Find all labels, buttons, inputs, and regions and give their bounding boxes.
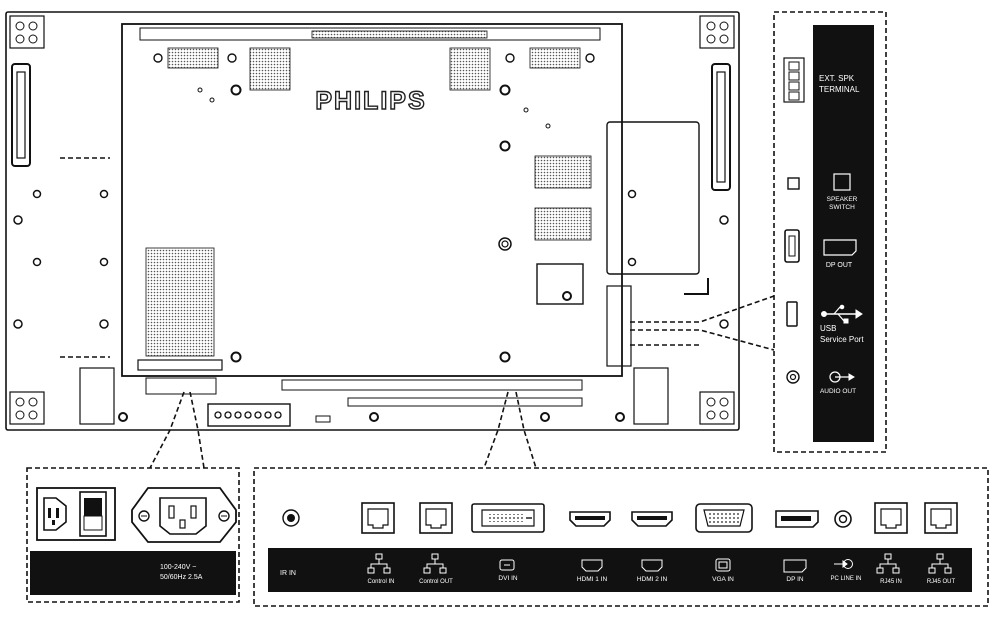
dp-out-label: DP OUT xyxy=(826,262,853,269)
pc-line-in-label: PC LINE IN xyxy=(830,576,861,582)
hdmi-icon xyxy=(581,559,603,572)
power-rating-line2: 50/60Hz 2.5A xyxy=(160,574,203,581)
bottom-callout-lines xyxy=(483,391,537,469)
vga-icon xyxy=(715,558,731,572)
dp-in-port[interactable] xyxy=(775,510,819,528)
hdmi1-in-label: HDMI 1 IN xyxy=(577,576,608,583)
side-handle xyxy=(11,63,731,191)
side-connector-panel: EXT. SPK TERMINAL SPEAKER SWITCH DP OUT … xyxy=(773,11,887,453)
monitor-outline xyxy=(5,11,740,431)
rj45-in-port[interactable] xyxy=(874,502,908,534)
speaker-switch-label: SPEAKER xyxy=(827,196,858,203)
top-vent xyxy=(311,30,488,39)
bottom-connector-panel: IR IN Control IN Control OUT xyxy=(253,467,989,607)
hdmi2-in-port[interactable] xyxy=(631,511,673,527)
network-icon xyxy=(928,553,952,574)
dp-out-port[interactable] xyxy=(784,229,800,263)
line-in-icon xyxy=(834,559,853,569)
network-icon xyxy=(876,553,900,574)
side-housing xyxy=(606,121,700,275)
hdmi1-in-port[interactable] xyxy=(569,511,611,527)
dvi-icon xyxy=(499,559,515,571)
speaker-switch-label-2: SWITCH xyxy=(829,204,855,211)
control-in-port[interactable] xyxy=(361,502,395,534)
power-panel-frame xyxy=(26,467,240,603)
control-out-port[interactable] xyxy=(419,502,453,534)
ext-spk-label: EXT. SPK xyxy=(819,74,855,83)
ext-spk-label-2: TERMINAL xyxy=(819,85,860,94)
vga-in-port[interactable] xyxy=(695,503,753,533)
audio-out-label: AUDIO OUT xyxy=(820,388,856,395)
dp-out-icon xyxy=(823,239,857,256)
pc-line-in-jack[interactable] xyxy=(834,510,852,528)
audio-out-icon xyxy=(829,371,855,383)
side-label-band xyxy=(813,25,874,442)
dvi-in-label: DVI IN xyxy=(498,575,517,582)
power-rocker-switch[interactable] xyxy=(79,491,107,537)
dvi-in-port[interactable] xyxy=(471,503,545,533)
compartment xyxy=(536,263,584,305)
bottom-label-band xyxy=(268,548,972,592)
ac-power-inlet[interactable] xyxy=(131,487,237,543)
panel-screws xyxy=(153,53,595,363)
power-panel: 100-240V ~ 50/60Hz 2.5A xyxy=(26,467,240,603)
rj45-out-label: RJ45 OUT xyxy=(927,579,956,585)
vent-grilles xyxy=(167,47,592,241)
monitor-back: PHILIPS xyxy=(5,11,740,431)
control-in-label: Control IN xyxy=(367,579,394,585)
hdmi2-in-label: HDMI 2 IN xyxy=(637,576,668,583)
vga-in-label: VGA IN xyxy=(712,576,734,583)
dp-in-label: DP IN xyxy=(786,576,804,583)
power-label-band xyxy=(30,551,236,595)
speaker-switch[interactable] xyxy=(787,177,800,190)
ir-in-jack[interactable] xyxy=(282,509,300,527)
side-callout-lines xyxy=(630,295,775,351)
usb-port[interactable] xyxy=(786,301,798,327)
corner-bracket xyxy=(9,15,735,425)
bottom-panel-frame xyxy=(253,467,989,607)
dp-icon xyxy=(783,559,807,573)
speaker-switch-icon xyxy=(833,173,851,191)
rj45-out-port[interactable] xyxy=(924,502,958,534)
audio-out-jack[interactable] xyxy=(786,370,800,384)
rj45-in-label: RJ45 IN xyxy=(880,579,902,585)
side-panel-frame xyxy=(773,11,887,453)
usb-label: USB xyxy=(820,324,836,333)
label-plate xyxy=(145,247,215,357)
usb-label-2: Service Port xyxy=(820,335,864,344)
ir-in-label: IR IN xyxy=(280,570,296,577)
power-switch-module xyxy=(36,487,116,541)
hdmi-icon xyxy=(641,559,663,572)
brand-logo: PHILIPS xyxy=(315,87,426,115)
screw-holes xyxy=(13,189,729,329)
power-callout-lines xyxy=(149,391,205,469)
inner-panel xyxy=(121,23,623,377)
ext-spk-terminal xyxy=(783,57,805,103)
usb-icon xyxy=(821,304,863,324)
network-icon xyxy=(367,553,391,574)
control-out-label: Control OUT xyxy=(419,579,453,585)
power-rating-line1: 100-240V ~ xyxy=(160,564,196,571)
network-icon xyxy=(423,553,447,574)
bottom-terminal-block xyxy=(207,403,291,427)
